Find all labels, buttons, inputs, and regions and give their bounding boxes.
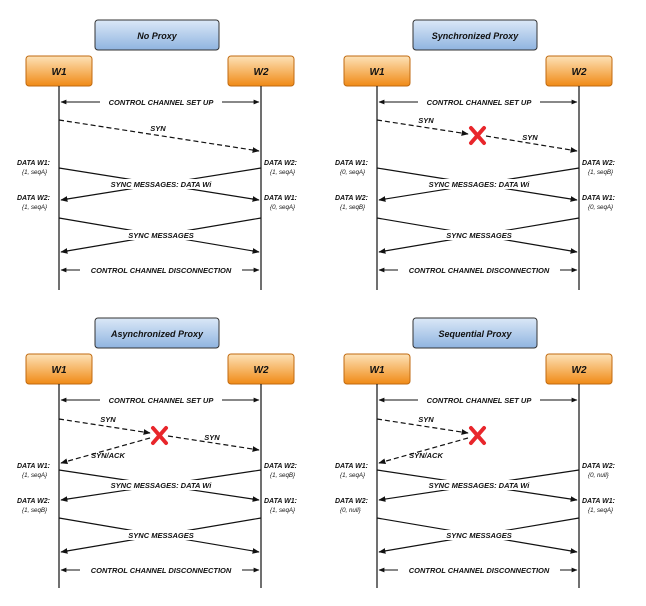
syn-arrow-1 bbox=[376, 119, 469, 136]
left-data-2-label: DATA W2: bbox=[17, 195, 50, 202]
left-data-1-label: DATA W1: bbox=[335, 463, 368, 470]
drop-cross-icon bbox=[469, 426, 486, 445]
right-data-1-label: DATA W2: bbox=[582, 463, 615, 470]
right-data-2-value: {0, seqA} bbox=[588, 204, 613, 211]
sync-data-label: SYNC MESSAGES: DATA Wi bbox=[111, 481, 213, 490]
worker-w1-label: W1 bbox=[370, 67, 385, 78]
panel-title: No Proxy bbox=[137, 31, 178, 41]
right-data-1-value: {1, seqA} bbox=[270, 169, 295, 176]
worker-w1-label: W1 bbox=[370, 365, 385, 376]
worker-w2-label: W2 bbox=[572, 67, 587, 78]
left-data-1-label: DATA W1: bbox=[17, 160, 50, 167]
disconnect-label: CONTROL CHANNEL DISCONNECTION bbox=[409, 266, 550, 275]
worker-w1-label: W1 bbox=[52, 365, 67, 376]
syn-label-2: SYN bbox=[522, 133, 538, 142]
left-data-2-label: DATA W2: bbox=[335, 498, 368, 505]
syn-arrow bbox=[58, 119, 260, 153]
syn-label-2: SYN bbox=[204, 433, 220, 442]
worker-w2-label: W2 bbox=[572, 365, 587, 376]
syn-label: SYN bbox=[150, 124, 166, 133]
drop-cross-icon bbox=[469, 126, 486, 145]
right-data-2-value: {1, seqA} bbox=[270, 507, 295, 514]
worker-w1-label: W1 bbox=[52, 67, 67, 78]
panel-title: Asynchronized Proxy bbox=[110, 329, 204, 339]
sync-label: SYNC MESSAGES bbox=[446, 531, 511, 540]
sync-label: SYNC MESSAGES bbox=[128, 231, 193, 240]
right-data-1-value: {1, seqB} bbox=[270, 472, 295, 479]
panel-sequential-proxy: Sequential Proxy W1 W2 CONTROL CHANNEL S… bbox=[335, 317, 615, 588]
right-data-1-label: DATA W2: bbox=[582, 160, 615, 167]
left-data-1-value: {1, seqA} bbox=[22, 472, 47, 479]
syn-label: SYN bbox=[418, 415, 434, 424]
left-data-2-value: {1, seqA} bbox=[22, 204, 47, 211]
worker-w2-label: W2 bbox=[254, 365, 269, 376]
syn-arrow-2 bbox=[167, 435, 260, 452]
left-data-2-value: {1, seqB} bbox=[340, 204, 365, 211]
syn-arrow-2 bbox=[485, 135, 578, 153]
syn-label-1: SYN bbox=[100, 415, 116, 424]
left-data-2-value: {0, null} bbox=[340, 507, 361, 514]
panel-title: Synchronized Proxy bbox=[432, 31, 520, 41]
left-data-2-value: {1, seqB} bbox=[22, 507, 47, 514]
control-setup-label: CONTROL CHANNEL SET UP bbox=[109, 396, 215, 405]
right-data-1-value: {1, seqB} bbox=[588, 169, 613, 176]
right-data-1-value: {0, null} bbox=[588, 472, 609, 479]
syn-arrow-1 bbox=[58, 418, 151, 435]
panel-synchronized-proxy: Synchronized Proxy W1 W2 CONTROL CHANNEL… bbox=[335, 19, 615, 290]
title-box bbox=[412, 317, 538, 349]
right-data-2-value: {0, seqA} bbox=[270, 204, 295, 211]
right-data-2-value: {1, seqA} bbox=[588, 507, 613, 514]
right-data-2-label: DATA W1: bbox=[582, 498, 615, 505]
panel-title: Sequential Proxy bbox=[438, 329, 512, 339]
right-data-2-label: DATA W1: bbox=[264, 498, 297, 505]
title-box bbox=[94, 317, 220, 349]
control-setup-label: CONTROL CHANNEL SET UP bbox=[427, 396, 533, 405]
right-data-1-label: DATA W2: bbox=[264, 160, 297, 167]
syn-ack-label: SYN/ACK bbox=[91, 451, 125, 460]
sync-data-label: SYNC MESSAGES: DATA Wi bbox=[111, 180, 213, 189]
worker-w2-label: W2 bbox=[254, 67, 269, 78]
title-box bbox=[412, 19, 538, 51]
disconnect-label: CONTROL CHANNEL DISCONNECTION bbox=[91, 266, 232, 275]
sync-data-label: SYNC MESSAGES: DATA Wi bbox=[429, 481, 531, 490]
control-setup-label: CONTROL CHANNEL SET UP bbox=[109, 98, 215, 107]
syn-label-1: SYN bbox=[418, 116, 434, 125]
disconnect-label: CONTROL CHANNEL DISCONNECTION bbox=[409, 566, 550, 575]
title-box bbox=[94, 19, 220, 51]
left-data-1-value: {1, seqA} bbox=[22, 169, 47, 176]
left-data-1-value: {0, seqA} bbox=[340, 169, 365, 176]
disconnect-label: CONTROL CHANNEL DISCONNECTION bbox=[91, 566, 232, 575]
panel-asynchronized-proxy: Asynchronized Proxy W1 W2 CONTROL CHANNE… bbox=[17, 317, 297, 588]
panel-no-proxy: No Proxy W1 W2 CONTROL CHANNEL SET UP SY… bbox=[17, 19, 297, 290]
sync-data-label: SYNC MESSAGES: DATA Wi bbox=[429, 180, 531, 189]
sync-label: SYNC MESSAGES bbox=[446, 231, 511, 240]
right-data-2-label: DATA W1: bbox=[582, 195, 615, 202]
drop-cross-icon bbox=[151, 426, 168, 445]
syn-ack-label: SYN/ACK bbox=[409, 451, 443, 460]
left-data-2-label: DATA W2: bbox=[17, 498, 50, 505]
syn-arrow bbox=[376, 418, 469, 435]
control-setup-label: CONTROL CHANNEL SET UP bbox=[427, 98, 533, 107]
left-data-1-label: DATA W1: bbox=[335, 160, 368, 167]
left-data-1-label: DATA W1: bbox=[17, 463, 50, 470]
right-data-2-label: DATA W1: bbox=[264, 195, 297, 202]
sync-label: SYNC MESSAGES bbox=[128, 531, 193, 540]
left-data-1-value: {1, seqA} bbox=[340, 472, 365, 479]
right-data-1-label: DATA W2: bbox=[264, 463, 297, 470]
left-data-2-label: DATA W2: bbox=[335, 195, 368, 202]
